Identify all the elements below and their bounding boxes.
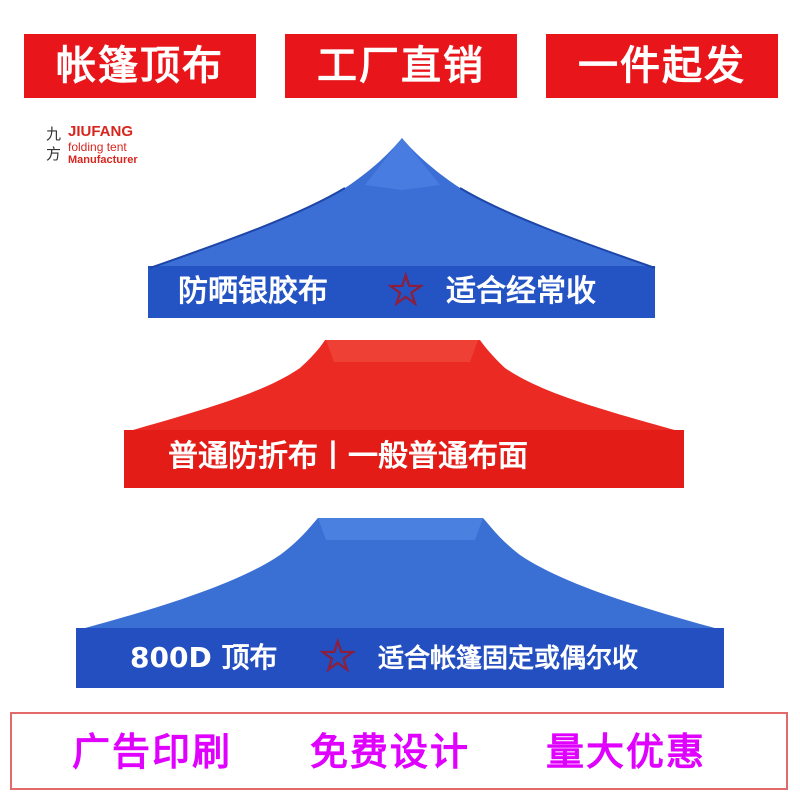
canopy-blue-top — [148, 138, 656, 318]
footer-banner: 广告印刷 免费设计 量大优惠 — [10, 712, 788, 790]
logo-brand: JIUFANG — [68, 123, 134, 140]
star-icon: ☆ — [385, 265, 426, 316]
badge-factory-direct: 工厂直销 — [285, 34, 517, 98]
canopy1-right-text: 适合经常收 — [446, 274, 596, 309]
canopy3-right-text: 适合帐篷固定或偶尔收 — [378, 644, 639, 674]
logo-line2: folding tent — [68, 140, 127, 154]
footer-free-design: 免费设计 — [310, 730, 471, 774]
footer-bulk-discount: 量大优惠 — [546, 730, 707, 774]
badge-tent-top-cloth: 帐篷顶布 — [24, 34, 256, 98]
canopy2-text: 普通防折布丨一般普通布面 — [168, 439, 528, 474]
canopy3-left-text: 800D 顶布 — [130, 641, 278, 674]
star-icon: ☆ — [317, 631, 358, 682]
canopy-red — [124, 340, 684, 488]
footer-ad-printing: 广告印刷 — [72, 730, 233, 774]
canopy-blue-bottom — [76, 518, 724, 688]
logo-line3: Manufacturer — [68, 154, 138, 166]
canopy1-left-text: 防晒银胶布 — [178, 274, 328, 309]
badge-single-order: 一件起发 — [546, 34, 778, 98]
logo-chinese: 九方 — [46, 125, 62, 163]
brand-logo: 九方 JIUFANG folding tent Manufacturer — [46, 124, 186, 172]
